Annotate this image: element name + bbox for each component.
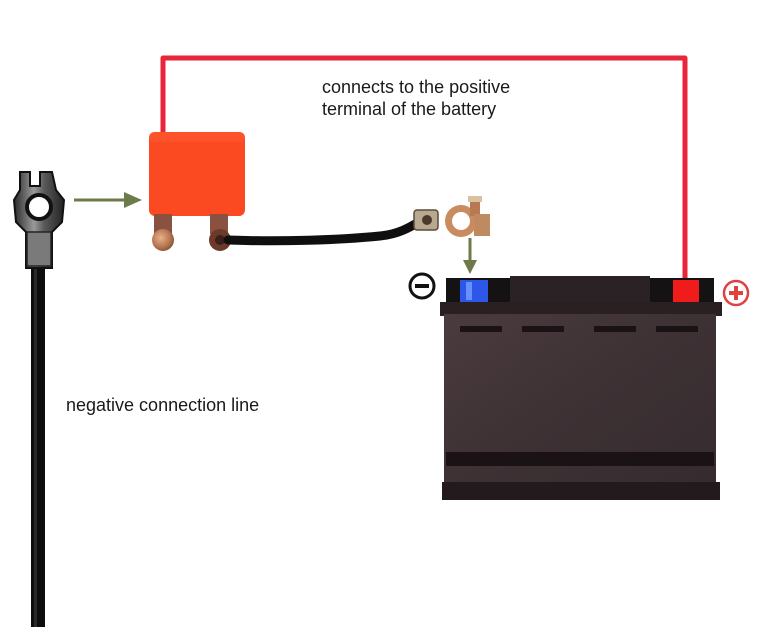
switch-terminal-left bbox=[152, 214, 174, 251]
switch-terminal-right bbox=[209, 214, 231, 251]
disconnect-switch bbox=[149, 132, 245, 251]
arrow-to-switch bbox=[74, 192, 142, 208]
negative-post bbox=[460, 280, 488, 302]
positive-symbol-icon bbox=[722, 279, 750, 307]
positive-wire bbox=[160, 55, 688, 290]
positive-note-line2: terminal of the battery bbox=[322, 99, 497, 119]
positive-note-line1: connects to the positive bbox=[322, 77, 511, 97]
positive-post bbox=[673, 280, 699, 302]
positive-terminal-note: connects to the positive terminal of the… bbox=[322, 76, 510, 120]
jumper-cable bbox=[223, 215, 427, 246]
negative-cable-clamp bbox=[12, 171, 66, 269]
negative-cable bbox=[31, 262, 45, 627]
battery bbox=[440, 276, 722, 500]
battery-terminal-clamp bbox=[413, 196, 490, 237]
negative-symbol-icon bbox=[408, 272, 436, 300]
arrow-to-negative-post bbox=[463, 238, 477, 274]
negative-line-note: negative connection line bbox=[66, 395, 260, 415]
